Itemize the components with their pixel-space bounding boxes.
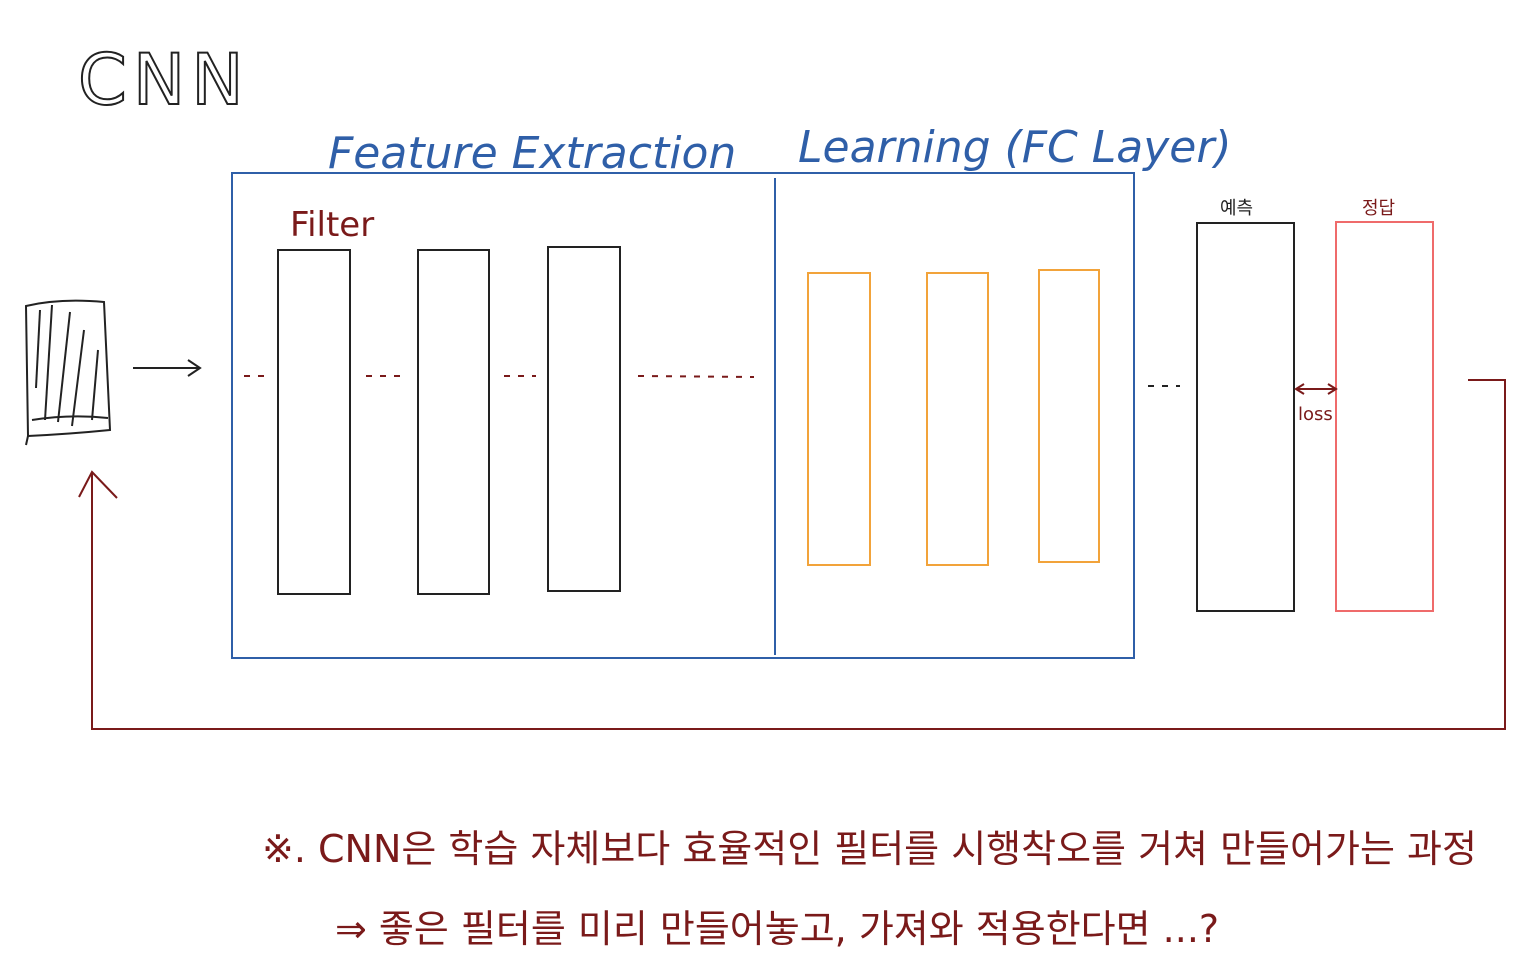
answer-box [1335, 221, 1434, 612]
feedback-loop-arrow [78, 379, 1506, 730]
fc-layer-1 [807, 272, 871, 566]
loss-arrow [1294, 383, 1338, 395]
feature-extraction-label: Feature Extraction [328, 128, 736, 179]
answer-label: 정답 [1362, 198, 1395, 219]
note-line-2: ⇒ 좋은 필터를 미리 만들어놓고, 가져와 적용한다면 ...? [335, 907, 1219, 951]
input-arrow [133, 359, 202, 377]
filter-label: Filter [290, 205, 374, 245]
network-box [231, 172, 1135, 659]
filter-layer-1 [277, 249, 351, 595]
learning-label: Learning (FC Layer) [798, 122, 1232, 173]
connector-dashes [244, 375, 755, 378]
fc-layer-3 [1038, 269, 1100, 563]
fc-layer-2 [926, 272, 989, 566]
prediction-label: 예측 [1220, 198, 1253, 219]
diagram-title: CNN [78, 39, 250, 121]
prediction-box [1196, 222, 1295, 612]
filter-layer-2 [417, 249, 490, 595]
loss-label: loss [1298, 404, 1333, 425]
input-image-icon [24, 299, 112, 446]
note-line-1: ※. CNN은 학습 자체보다 효율적인 필터를 시행착오를 거쳐 만들어가는 … [262, 827, 1477, 871]
filter-layer-3 [547, 246, 621, 592]
